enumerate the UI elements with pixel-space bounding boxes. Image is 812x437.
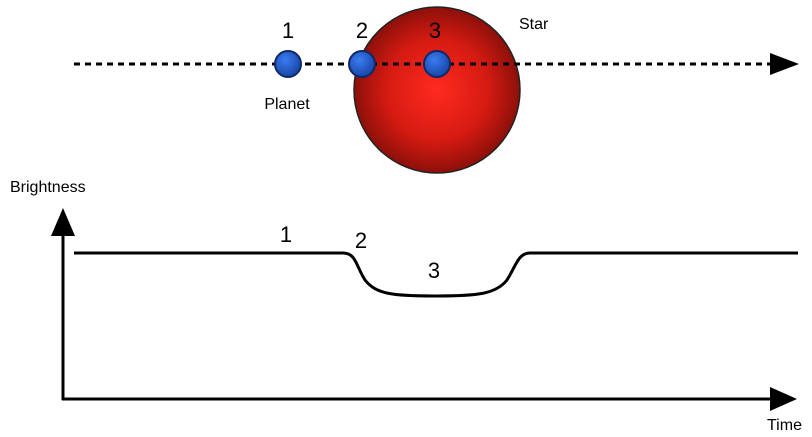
star-label: Star (519, 16, 549, 33)
planet-position-3 (423, 50, 451, 78)
position-label-3: 3 (429, 18, 441, 43)
orbit-arrow-head (770, 53, 799, 75)
planet-position-1 (274, 50, 302, 78)
curve-label-1: 1 (280, 222, 292, 247)
planet-position-2 (348, 50, 376, 78)
y-axis-arrow-head (51, 208, 75, 236)
position-label-2: 2 (356, 18, 368, 43)
y-axis-label: Brightness (10, 179, 86, 196)
position-label-1: 1 (282, 18, 294, 43)
brightness-curve (74, 251, 798, 298)
x-axis-arrow-head (770, 387, 797, 411)
star (353, 6, 521, 174)
planet-label: Planet (264, 96, 310, 113)
curve-label-2: 2 (355, 228, 367, 253)
x-axis-label: Time (767, 417, 802, 434)
curve-label-3: 3 (428, 258, 440, 283)
